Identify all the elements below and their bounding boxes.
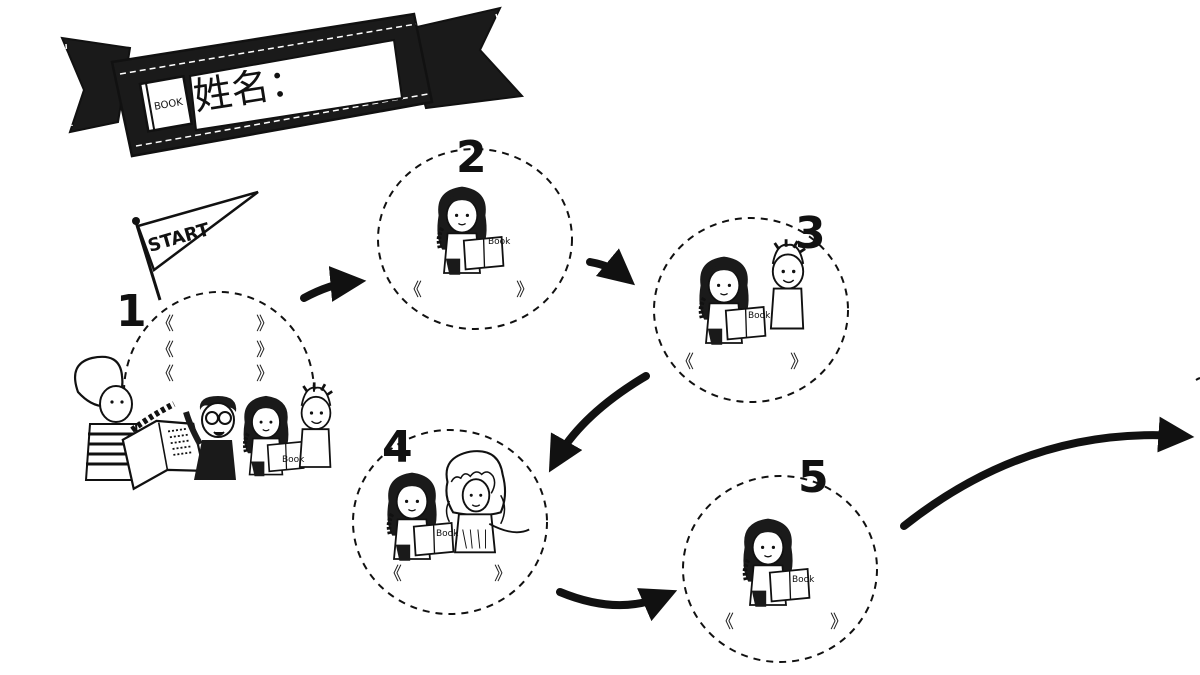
open-bracket: 《 [384, 564, 402, 585]
open-bracket: 《 [716, 612, 734, 633]
book-label: Book [748, 311, 771, 321]
book-labels: Book Book Book Book Book [282, 237, 815, 585]
step-6-circle-edge [1195, 377, 1200, 381]
step-4-number: 4 [382, 422, 413, 473]
path-arrows [300, 248, 1195, 622]
step-5-number: 5 [798, 452, 829, 503]
step-2-illustration [437, 187, 503, 275]
arrow-2-to-3 [586, 248, 636, 286]
flag-cloth [136, 190, 259, 273]
pigtail-kid [298, 381, 334, 469]
book-label: Book [436, 529, 459, 539]
book-icon: BOOK [138, 74, 194, 133]
step-1-illustration [74, 355, 334, 491]
open-bracket: 《 [404, 280, 422, 301]
step-5-illustration [743, 519, 809, 607]
step-numbers: 1 2 3 4 5 [116, 132, 829, 503]
open-bracket: 《 [676, 352, 694, 373]
open-bracket: 《 [156, 364, 174, 385]
close-bracket: 》 [516, 280, 534, 301]
close-bracket: 》 [830, 612, 848, 633]
arrow-3-to-4 [548, 372, 650, 473]
step-circles [123, 148, 1200, 663]
book-label: Book [488, 237, 511, 247]
name-input-box [188, 38, 404, 132]
start-flag: START [132, 190, 259, 301]
step-3-circle [653, 217, 849, 403]
book-label: Book [282, 455, 305, 465]
step-1-number: 1 [116, 286, 147, 337]
open-bracket: 《 [156, 314, 174, 335]
close-bracket: 》 [256, 364, 274, 385]
step-2-circle [377, 148, 573, 330]
svg-text:BOOK: BOOK [153, 97, 184, 113]
arrow-5-to-next [900, 416, 1195, 530]
step-3-illustration [699, 237, 807, 345]
arrow-4-to-5 [556, 588, 678, 622]
step-5-circle [682, 475, 878, 663]
step-2-number: 2 [456, 132, 487, 183]
step-4-circle [352, 429, 548, 615]
arrow-1-to-2 [300, 266, 367, 302]
book-label: Book [792, 575, 815, 585]
close-bracket: 》 [494, 564, 512, 585]
close-bracket: 》 [790, 352, 808, 373]
open-bracket: 《 [156, 340, 174, 361]
close-bracket: 》 [256, 340, 274, 361]
name-banner: BOOK 姓名： [60, 6, 525, 158]
step-1-circle [123, 291, 315, 393]
close-bracket: 》 [256, 314, 274, 335]
glasses-boy [183, 396, 237, 480]
